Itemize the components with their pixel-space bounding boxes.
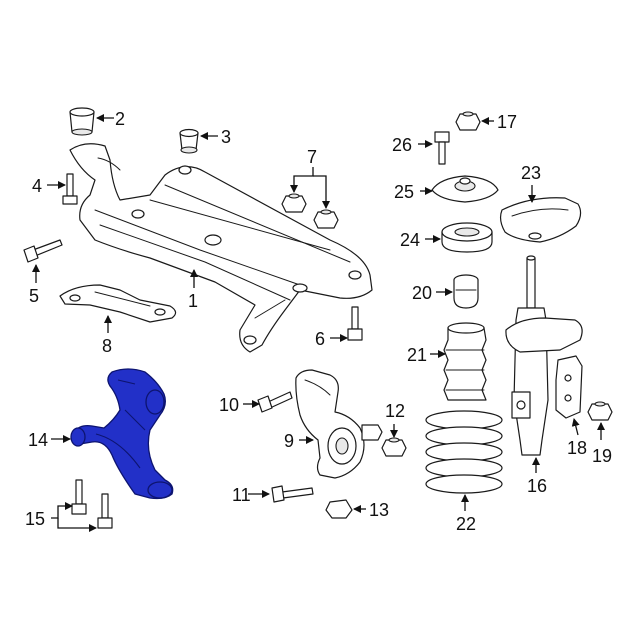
subframe-part [69, 143, 373, 353]
spring-seat-23-part [499, 197, 582, 243]
callout-22: 22 [456, 514, 476, 534]
callout-8: 8 [102, 336, 112, 356]
callout-6: 6 [315, 329, 325, 349]
callout-1: 1 [188, 291, 198, 311]
bolts-15-part [71, 479, 113, 529]
bolt-6-part [347, 306, 363, 341]
callout-10: 10 [219, 395, 239, 415]
lower-control-arm-highlighted [70, 368, 174, 500]
coil-spring-22-part [425, 410, 503, 494]
bushing-part [69, 107, 95, 136]
small-bushing-part [179, 128, 199, 154]
bracket-8-part [59, 284, 177, 323]
callout-20: 20 [412, 283, 432, 303]
strut-mount-part [431, 175, 499, 203]
callout-21: 21 [407, 345, 427, 365]
callout-4: 4 [32, 176, 42, 196]
nut-13-part [325, 499, 353, 519]
nut-12-part [381, 437, 407, 457]
stud-bolt-part [62, 173, 78, 205]
callout-24: 24 [400, 230, 420, 250]
callout-3: 3 [221, 127, 231, 147]
callout-9: 9 [284, 431, 294, 451]
leader-15a [51, 502, 73, 519]
nut-19-part [587, 401, 613, 421]
callout-5: 5 [29, 286, 39, 306]
bearing-24-part [441, 222, 493, 253]
callout-17: 17 [497, 112, 517, 132]
bolt-5-part [23, 239, 63, 263]
callout-18: 18 [567, 438, 587, 458]
callout-12: 12 [385, 401, 405, 421]
callout-13: 13 [369, 500, 389, 520]
callout-11: 11 [232, 485, 251, 505]
bolt-26-part [434, 131, 450, 165]
bolt-10-part [257, 391, 293, 413]
strut-16-part [505, 255, 583, 456]
bolt-11-part [271, 485, 314, 503]
leader-18 [571, 418, 580, 436]
callout-15: 15 [25, 509, 45, 529]
callout-2: 2 [115, 109, 125, 129]
callout-23: 23 [521, 163, 541, 183]
callout-19: 19 [592, 446, 612, 466]
callout-16: 16 [527, 476, 547, 496]
callout-14: 14 [28, 430, 48, 450]
leader-15b [57, 518, 97, 532]
callout-7: 7 [307, 147, 317, 167]
steering-knuckle-part [295, 369, 383, 479]
bracket-18-part [555, 355, 583, 419]
bump-stop-20-part [453, 274, 479, 309]
leader-7a [290, 167, 314, 193]
leader-7b [313, 175, 330, 209]
callout-labels: 2 3 4 5 1 6 7 8 10 9 11 12 13 14 15 16 1… [25, 109, 612, 534]
callout-25: 25 [394, 182, 414, 202]
nut-17-part [455, 111, 481, 131]
callout-26: 26 [392, 135, 412, 155]
dust-boot-21-part [443, 322, 487, 401]
leader-lines [32, 114, 605, 532]
nuts-7-part [281, 193, 339, 229]
